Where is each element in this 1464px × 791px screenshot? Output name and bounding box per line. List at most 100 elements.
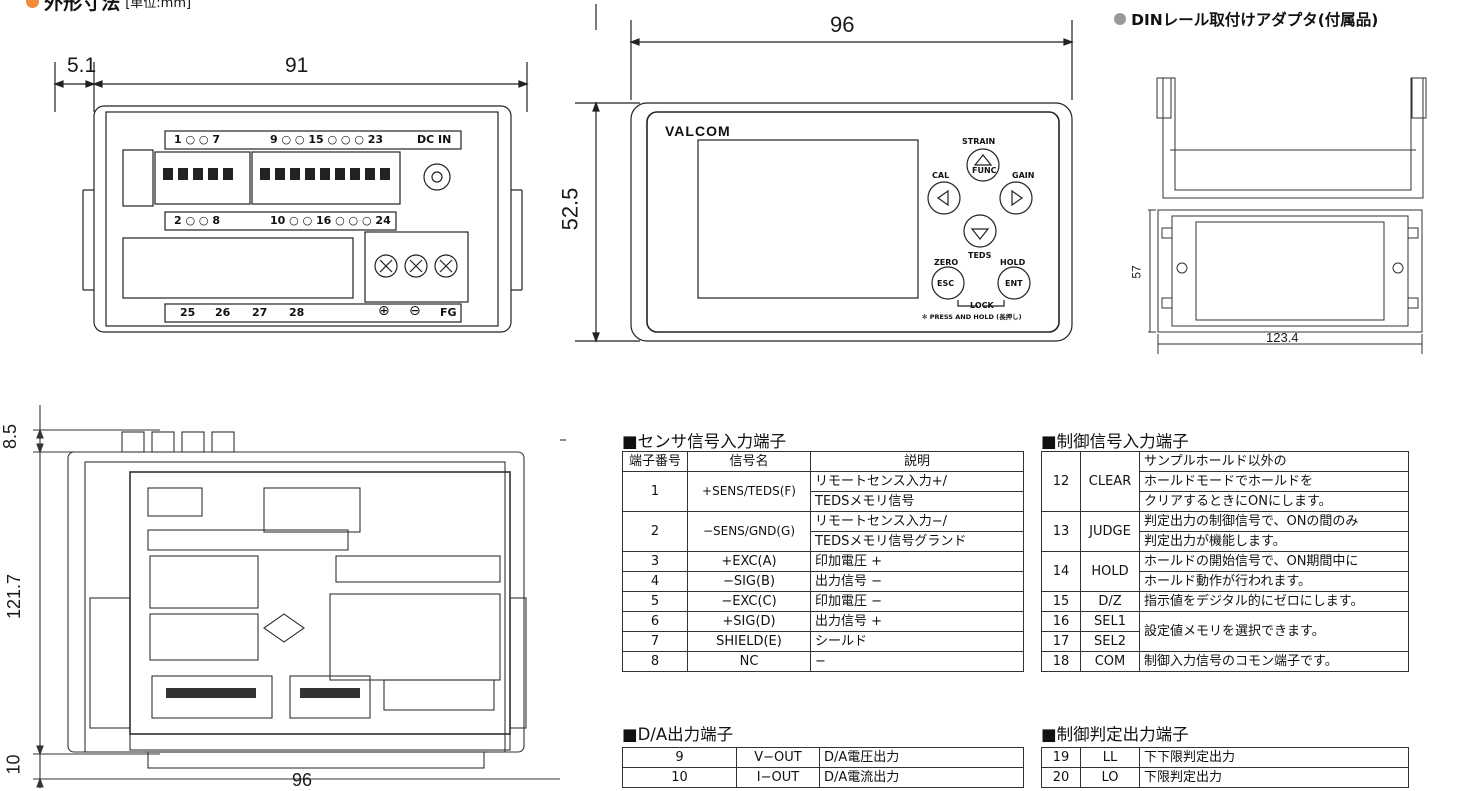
sensor-no-5: 5 — [622, 591, 688, 612]
side-dim-top: 8.5 — [0, 423, 21, 450]
control-desc-12c: クリアするときにONにします。 — [1139, 491, 1409, 512]
fg-label: FG — [440, 306, 457, 319]
sensor-signal-7: SHIELD(E) — [687, 631, 811, 652]
sensor-desc-7: シールド — [810, 631, 1024, 652]
esc-button: ESC — [937, 279, 955, 288]
sensor-signal-2: −SENS/GND(G) — [687, 511, 811, 552]
sensor-no-3: 3 — [622, 551, 688, 572]
sensor-signal-6: +SIG(D) — [687, 611, 811, 632]
control-desc-14a: ホールドの開始信号で、ON期間中に — [1139, 551, 1409, 572]
minus-terminal-icon: ⊖ — [409, 303, 421, 319]
gain-label: GAIN — [1012, 171, 1035, 180]
control-signal-12: CLEAR — [1080, 451, 1140, 512]
gray-bullet-icon — [1114, 13, 1126, 25]
sensor-signal-3: +EXC(A) — [687, 551, 811, 572]
rear-dim-left: 5.1 — [67, 54, 97, 77]
func-label: FUNC — [972, 166, 997, 175]
side-dim-width: 96 — [292, 770, 313, 790]
terminal-mid-row-b: 10 ○ ○ 16 ○ ○ ○ 24 — [270, 214, 391, 227]
terminal-top-row-a: 1 ○ ○ 7 — [174, 133, 220, 146]
lock-label: LOCK — [970, 301, 994, 310]
control-no-12: 12 — [1041, 451, 1081, 512]
da-table-title: ■D/A出力端子 — [622, 725, 734, 744]
control-no-18: 18 — [1041, 651, 1081, 672]
da-signal-9: V−OUT — [736, 747, 820, 768]
side-dim-bottom: 10 — [3, 754, 24, 775]
da-desc-10: D/A電流出力 — [819, 767, 1024, 788]
side-dim-mid: 121.7 — [4, 573, 25, 620]
strain-label: STRAIN — [962, 137, 996, 146]
header-signal-name: 信号名 — [687, 451, 811, 472]
teds-label: TEDS — [968, 251, 992, 260]
control-signal-17: SEL2 — [1080, 631, 1140, 652]
sensor-no-7: 7 — [622, 631, 688, 652]
sensor-signal-8: NC — [687, 651, 811, 672]
dc-in-label: DC IN — [417, 133, 452, 146]
control-desc-13b: 判定出力が機能します。 — [1139, 531, 1409, 552]
judge-table-title: ■制御判定出力端子 — [1041, 725, 1189, 744]
da-signal-10: I−OUT — [736, 767, 820, 788]
da-no-9: 9 — [622, 747, 737, 768]
sensor-desc-1b: TEDSメモリ信号 — [810, 491, 1024, 512]
judge-no-19: 19 — [1041, 747, 1081, 768]
sensor-desc-1a: リモートセンス入力+/ — [810, 471, 1024, 492]
outline-unit: [単位:mm] — [125, 0, 192, 11]
control-signal-18: COM — [1080, 651, 1140, 672]
control-table-title: ■制御信号入力端子 — [1041, 432, 1189, 451]
control-desc-13a: 判定出力の制御信号で、ONの間のみ — [1139, 511, 1409, 532]
outline-title: 外形寸法 — [44, 0, 121, 14]
sensor-desc-6: 出力信号 + — [810, 611, 1024, 632]
hold-label: HOLD — [1000, 258, 1026, 267]
sensor-signal-5: −EXC(C) — [687, 591, 811, 612]
da-no-10: 10 — [622, 767, 737, 788]
terminal-mid-row-a: 2 ○ ○ 8 — [174, 214, 220, 227]
plus-terminal-icon: ⊕ — [378, 303, 390, 319]
control-no-17: 17 — [1041, 631, 1081, 652]
control-desc-15: 指示値をデジタル的にゼロにします。 — [1139, 591, 1409, 612]
din-title: DINレール取付けアダプタ(付属品) — [1131, 11, 1379, 29]
sensor-signal-1: +SENS/TEDS(F) — [687, 471, 811, 512]
terminal-28: 28 — [289, 306, 305, 319]
control-no-15: 15 — [1041, 591, 1081, 612]
orange-bullet-icon — [26, 0, 39, 8]
sensor-desc-8: − — [810, 651, 1024, 672]
terminal-26: 26 — [215, 306, 231, 319]
brand-logo: VALCOM — [665, 123, 731, 139]
control-signal-13: JUDGE — [1080, 511, 1140, 552]
din-dim-width: 123.4 — [1266, 330, 1299, 345]
sensor-no-2: 2 — [622, 511, 688, 552]
control-desc-12a: サンプルホールド以外の — [1139, 451, 1409, 472]
judge-desc-19: 下下限判定出力 — [1139, 747, 1409, 768]
control-no-16: 16 — [1041, 611, 1081, 632]
sensor-desc-2a: リモートセンス入力−/ — [810, 511, 1024, 532]
header-terminal-no: 端子番号 — [622, 451, 688, 472]
sensor-no-6: 6 — [622, 611, 688, 632]
sensor-no-4: 4 — [622, 571, 688, 592]
ent-button: ENT — [1005, 279, 1023, 288]
sensor-desc-3: 印加電圧 + — [810, 551, 1024, 572]
header-description: 説明 — [810, 451, 1024, 472]
control-signal-16: SEL1 — [1080, 611, 1140, 632]
sensor-signal-table: 端子番号 信号名 説明 1+SENS/TEDS(F)リモートセンス入力+/ TE… — [622, 451, 1024, 672]
judge-signal-19: LL — [1080, 747, 1140, 768]
front-dim-width: 96 — [830, 12, 855, 37]
control-desc-14b: ホールド動作が行われます。 — [1139, 571, 1409, 592]
sensor-desc-5: 印加電圧 − — [810, 591, 1024, 612]
control-desc-16-17: 設定値メモリを選択できます。 — [1139, 611, 1409, 652]
zero-label: ZERO — [934, 258, 959, 267]
terminal-27: 27 — [252, 306, 268, 319]
control-signal-14: HOLD — [1080, 551, 1140, 592]
press-hold-note: ✻ PRESS AND HOLD (長押し) — [922, 313, 1022, 321]
control-signal-15: D/Z — [1080, 591, 1140, 612]
control-desc-12b: ホールドモードでホールドを — [1139, 471, 1409, 492]
sensor-desc-2b: TEDSメモリ信号グランド — [810, 531, 1024, 552]
judge-no-20: 20 — [1041, 767, 1081, 788]
control-no-13: 13 — [1041, 511, 1081, 552]
rear-dim-width: 91 — [285, 54, 309, 77]
sensor-desc-4: 出力信号 − — [810, 571, 1024, 592]
